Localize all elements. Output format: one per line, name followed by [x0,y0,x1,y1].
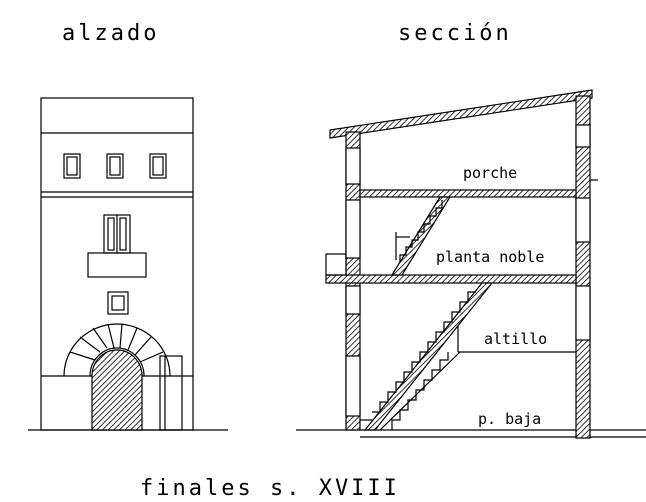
arched-entrance [63,323,171,431]
mezzanine-window [107,291,129,315]
section-title: sección [398,21,512,46]
side-pier [159,355,183,431]
elevation-drawing [28,97,228,431]
right-wall [575,95,591,439]
label-porche: porche [463,164,517,182]
roof-slab [329,89,593,139]
label-planta-noble: planta noble [436,248,544,266]
section-drawing [296,89,646,439]
door-opening [91,349,143,431]
main-floor-slab [325,274,577,284]
attic-windows [63,153,167,179]
lower-stair [363,282,494,431]
caption: finales s. XVIII [140,476,400,501]
upper-floor-slab [359,189,577,198]
elevation-title: alzado [62,21,159,46]
upper-stair [390,196,452,276]
balcony [87,252,147,278]
balcony-door [103,214,131,254]
label-p-baja: p. baja [478,410,541,428]
label-altillo: altillo [484,330,547,348]
